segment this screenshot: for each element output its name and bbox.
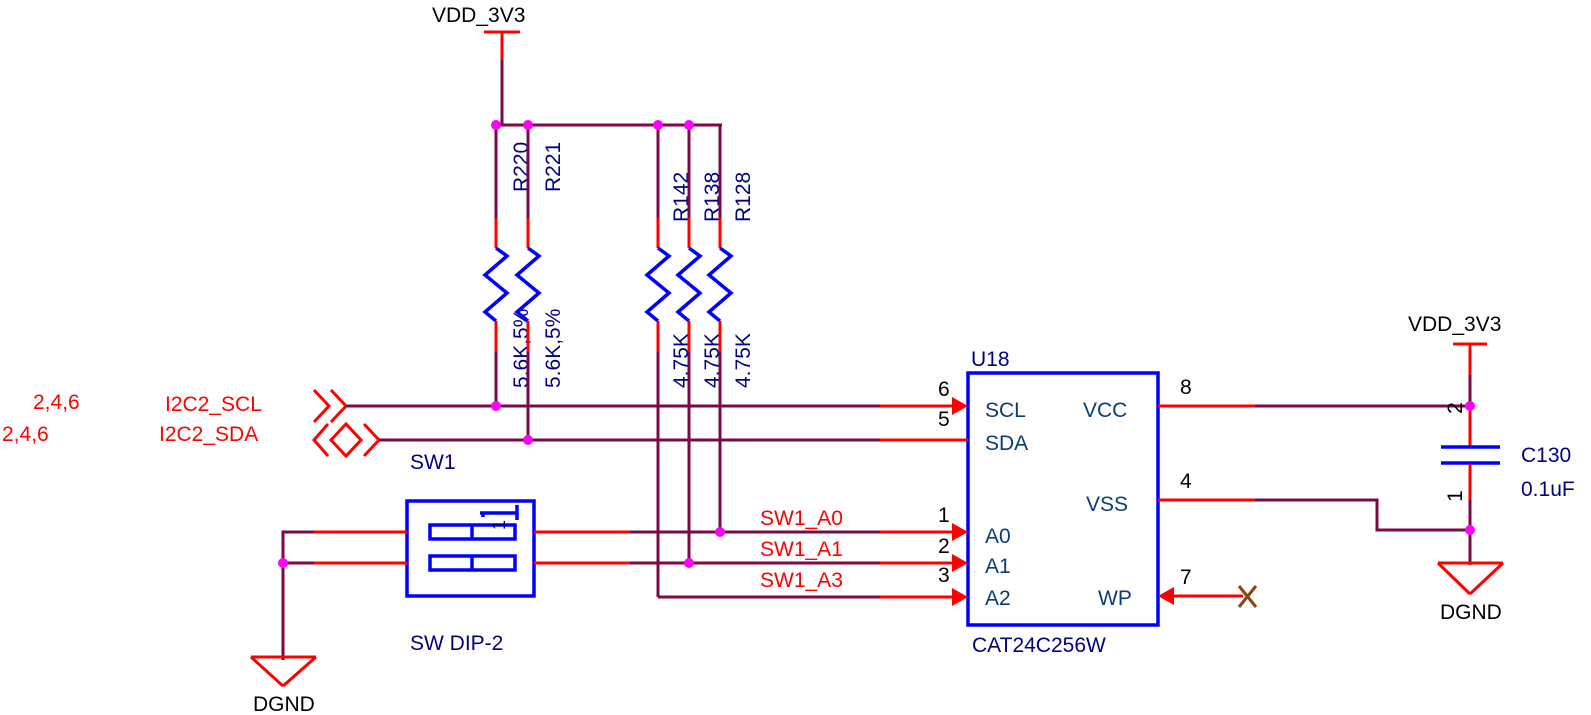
no-connect-marker (1237, 585, 1258, 608)
junction-dot (715, 527, 725, 537)
junction-dot (523, 120, 533, 130)
ic-u18[interactable]: U18 CAT24C256W 6 SCL 5 SDA 1 A0 2 A1 3 A… (880, 348, 1255, 657)
switch-gnd-wire (281, 530, 314, 660)
net-label-i2c2-scl: I2C2_SCL (165, 393, 262, 416)
junction-dot (653, 120, 663, 130)
net-label-i2c2-sda: I2C2_SDA (159, 423, 258, 446)
resistor-r138[interactable]: R138 4.75K (675, 125, 724, 563)
power-symbol-vdd-right[interactable]: VDD_3V3 (1408, 313, 1501, 406)
ground-label-right: DGND (1440, 601, 1502, 624)
resistor-value: 4.75K (670, 333, 693, 388)
resistor-value: 5.6K,5% (542, 309, 565, 388)
pin-name: VSS (1086, 493, 1128, 516)
resistor-r221[interactable]: R221 5.6K,5% (514, 125, 565, 440)
resistor-value: 4.75K (701, 333, 724, 388)
net-sw1-a3[interactable]: SW1_A3 (658, 569, 880, 599)
cap-pin-bottom: 1 (1444, 490, 1467, 502)
pin-name: SCL (985, 399, 1026, 422)
resistor-ref: R220 (510, 142, 533, 192)
ic-ref: U18 (971, 348, 1010, 371)
pin-number: 1 (938, 504, 950, 527)
pin-number: 2 (938, 535, 950, 558)
offpage-connector-sda[interactable]: 2,4,6 I2C2_SDA (2, 421, 880, 459)
vss-wire (1255, 498, 1469, 532)
pin-name: SDA (985, 432, 1028, 455)
pin-number: 4 (1180, 470, 1192, 493)
pin-name: A1 (985, 555, 1011, 578)
resistor-ref: R128 (732, 172, 755, 222)
resistor-value: 5.6K,5% (510, 309, 533, 388)
switch-ref: SW1 (410, 451, 456, 474)
capacitor-c130[interactable]: 2 1 C130 0.1uF (1441, 402, 1575, 565)
ic-part-number: CAT24C256W (972, 634, 1106, 657)
power-label-right: VDD_3V3 (1408, 313, 1501, 336)
pin-number: 5 (938, 408, 950, 431)
pin-name: A0 (985, 525, 1011, 548)
offpage-ref-scl: 2,4,6 (33, 391, 80, 414)
switch-pin-label: 1 (489, 520, 509, 530)
pin-number: 3 (938, 564, 950, 587)
resistor-ref: R221 (542, 142, 565, 192)
resistor-value: 4.75K (732, 333, 755, 388)
net-sw1-a1[interactable]: SW1_A1 (630, 538, 880, 565)
junction-dot (523, 435, 533, 445)
power-symbol-vdd-top[interactable]: VDD_3V3 (432, 4, 525, 125)
cap-value: 0.1uF (1521, 478, 1575, 501)
resistor-r128[interactable]: R128 4.75K (706, 125, 755, 533)
pin-name: WP (1098, 587, 1132, 610)
offpage-ref-sda: 2,4,6 (2, 423, 49, 446)
junction-dot (491, 120, 501, 130)
pin-number: 7 (1180, 566, 1192, 589)
ground-label-left: DGND (253, 693, 315, 715)
ground-symbol-left[interactable]: DGND (249, 655, 317, 715)
switch-value: SW DIP-2 (410, 632, 503, 655)
junction-dot (1465, 525, 1475, 535)
pin-name: VCC (1083, 399, 1127, 422)
offpage-connector-scl[interactable]: 2,4,6 I2C2_SCL (33, 388, 880, 424)
junctions (278, 120, 1475, 568)
resistor-r142[interactable]: R142 4.75K (644, 125, 693, 597)
dip-switch-sw1[interactable]: SW1 SW DIP-2 (314, 451, 630, 655)
pin-name: A2 (985, 587, 1011, 610)
junction-dot (684, 120, 694, 130)
pin-number: 8 (1180, 376, 1192, 399)
ground-symbol-right[interactable]: DGND (1436, 561, 1505, 624)
resistor-ref: R142 (670, 172, 693, 222)
pin-number: 6 (938, 378, 950, 401)
net-label-a3: SW1_A3 (760, 569, 843, 592)
junction-dot (684, 558, 694, 568)
cap-pin-top: 2 (1444, 402, 1467, 414)
net-label-a1: SW1_A1 (760, 538, 843, 561)
cap-ref: C130 (1521, 444, 1571, 467)
net-label-a0: SW1_A0 (760, 507, 843, 530)
junction-dot (491, 401, 501, 411)
junction-dot (1465, 401, 1475, 411)
resistor-ref: R138 (701, 172, 724, 222)
junction-dot (278, 558, 288, 568)
power-label-top: VDD_3V3 (432, 4, 525, 27)
net-sw1-a0[interactable]: SW1_A0 (630, 507, 880, 534)
